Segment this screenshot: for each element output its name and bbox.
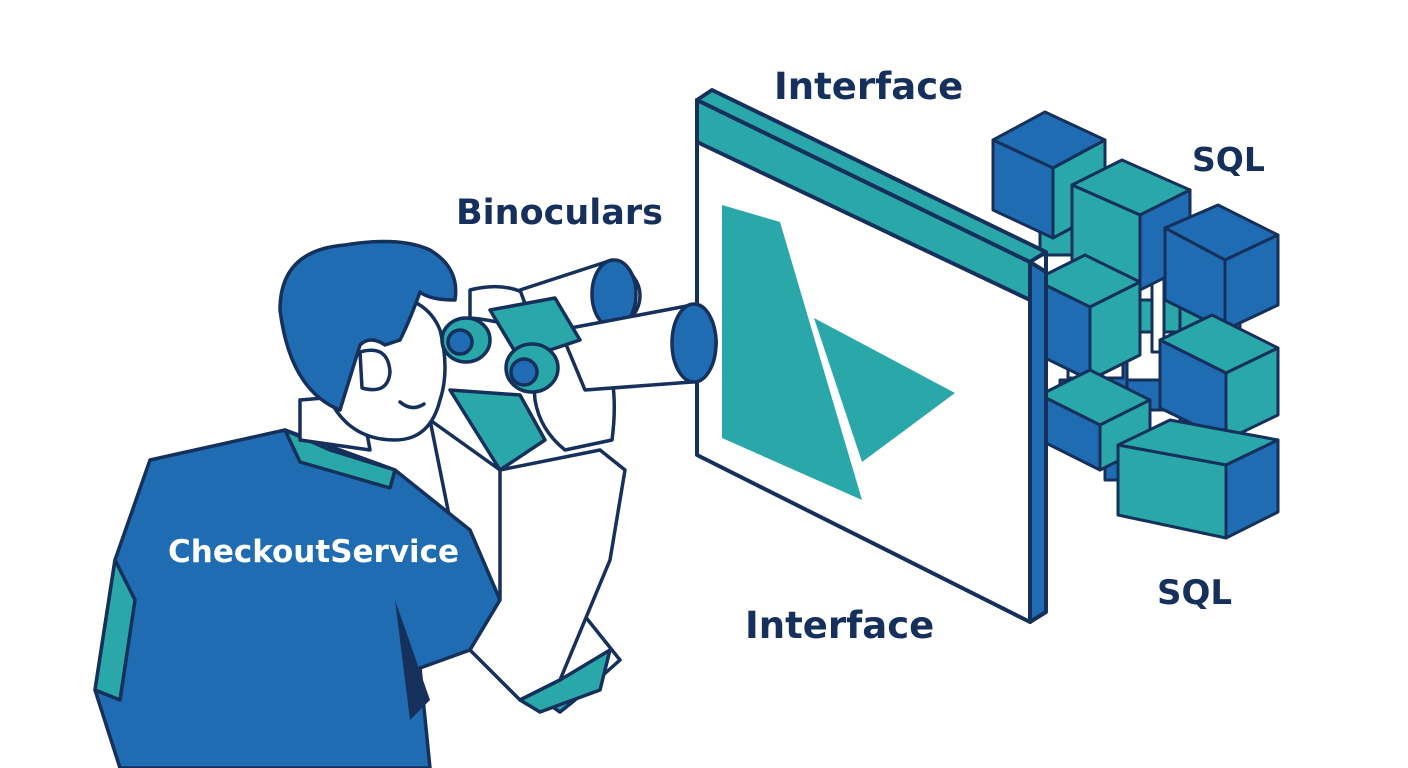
checkout-service-label: CheckoutService [168,534,460,570]
sql-label-top: SQL [1192,140,1265,179]
binoculars-icon [440,258,718,394]
interface-label-bottom: Interface [745,604,935,647]
sql-label-bottom: SQL [1157,573,1233,613]
binoculars-label: Binoculars [456,193,664,233]
sql-cube-cluster-icon [991,110,1280,540]
interface-window-icon [695,88,1048,624]
interface-label-top: Interface [774,65,964,108]
